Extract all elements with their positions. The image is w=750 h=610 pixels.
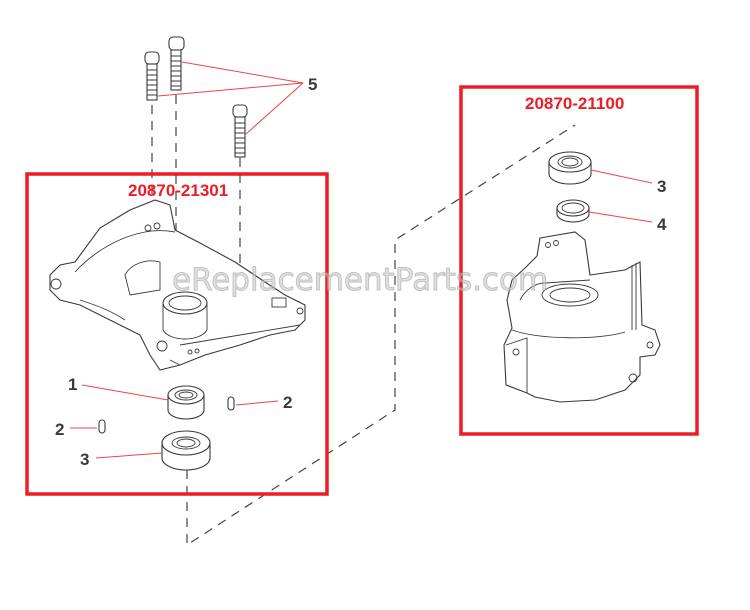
dowel-pin-right — [227, 396, 235, 411]
part-number-20870-21301: 20870-21301 — [128, 181, 228, 200]
assembly-box-20870-21100 — [459, 85, 699, 436]
crankcase-left — [49, 199, 306, 371]
callout-2-right: 2 — [283, 393, 292, 412]
callout-4: 4 — [657, 215, 667, 234]
bolt-1 — [144, 51, 160, 101]
oil-seal-4 — [556, 199, 590, 223]
bolt-2 — [168, 36, 185, 91]
callout-2-left: 2 — [55, 420, 64, 439]
bearing-3-left — [161, 430, 211, 471]
crankcase-right — [503, 231, 661, 403]
bolt-3 — [232, 104, 248, 158]
callout-1: 1 — [68, 375, 77, 394]
assembly-box-20870-21301 — [25, 172, 329, 496]
bearing-1 — [167, 385, 205, 420]
bolts: 5 — [144, 36, 317, 158]
part-number-20870-21100: 20870-21100 — [525, 94, 624, 113]
callout-3-right: 3 — [657, 177, 666, 196]
callout-5: 5 — [308, 75, 317, 94]
callout-3-left: 3 — [80, 450, 89, 469]
bearing-3-right — [548, 151, 592, 185]
dowel-pin-left — [98, 419, 106, 434]
